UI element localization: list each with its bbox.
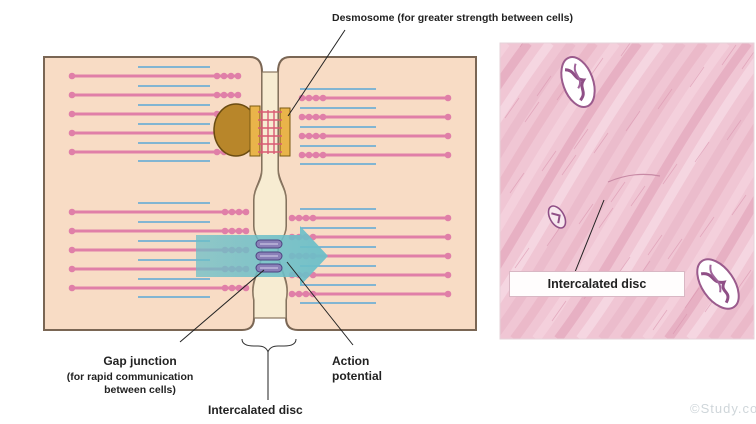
myosin-head <box>69 266 76 273</box>
action-potential-label-2: potential <box>332 369 382 383</box>
myosin-head <box>445 272 452 279</box>
myosin-head <box>299 114 306 121</box>
myosin-head <box>320 152 327 159</box>
myosin-head <box>69 73 76 80</box>
myosin-head <box>445 253 452 260</box>
myosin-head <box>310 215 317 222</box>
striation <box>500 23 514 43</box>
myosin-head <box>313 95 320 102</box>
myosin-head <box>306 133 313 140</box>
myosin-head <box>229 209 236 216</box>
gap-junction-desc-1: (for rapid communication <box>20 371 240 383</box>
intercalated-disc-label: Intercalated disc <box>208 403 303 417</box>
myosin-head <box>303 215 310 222</box>
myosin-head <box>69 130 76 137</box>
myosin-head <box>445 95 452 102</box>
myosin-head <box>235 73 242 80</box>
myosin-head <box>214 73 221 80</box>
myosin-head <box>306 95 313 102</box>
myosin-head <box>445 291 452 298</box>
myosin-head <box>69 285 76 292</box>
myosin-head <box>296 215 303 222</box>
myosin-head <box>228 92 235 99</box>
myosin-head <box>289 291 296 298</box>
myosin-head <box>320 95 327 102</box>
myosin-head <box>236 209 243 216</box>
myosin-head <box>69 149 76 156</box>
myosin-head <box>229 285 236 292</box>
myosin-head <box>445 133 452 140</box>
myosin-head <box>299 133 306 140</box>
myosin-head <box>320 133 327 140</box>
myosin-head <box>320 114 327 121</box>
myosin-head <box>69 92 76 99</box>
myosin-head <box>228 73 235 80</box>
myosin-head <box>445 152 452 159</box>
gap-junction-label: Gap junction <box>40 354 240 368</box>
myosin-head <box>299 152 306 159</box>
myosin-head <box>69 209 76 216</box>
myosin-head <box>236 285 243 292</box>
myosin-head <box>296 291 303 298</box>
myosin-head <box>221 92 228 99</box>
myosin-head <box>445 215 452 222</box>
myosin-head <box>222 285 229 292</box>
watermark: ©Study.co <box>690 401 756 416</box>
myosin-head <box>243 209 250 216</box>
action-potential-label-1: Action <box>332 354 369 368</box>
myosin-head <box>214 92 221 99</box>
myosin-head <box>229 228 236 235</box>
myosin-head <box>236 228 243 235</box>
myosin-head <box>221 73 228 80</box>
intercalated-disc-bracket <box>242 339 296 352</box>
myosin-head <box>313 152 320 159</box>
myosin-head <box>235 92 242 99</box>
myosin-head <box>222 209 229 216</box>
myosin-head <box>445 114 452 121</box>
gap-junction-desc-2: between cells) <box>40 384 240 396</box>
micrograph-label: Intercalated disc <box>509 271 685 297</box>
myosin-head <box>222 228 229 235</box>
myosin-head <box>445 234 452 241</box>
myosin-head <box>69 228 76 235</box>
myosin-head <box>69 111 76 118</box>
myosin-head <box>313 133 320 140</box>
myosin-head <box>214 149 221 156</box>
gap-junction <box>256 240 282 272</box>
myosin-head <box>69 247 76 254</box>
myosin-head <box>243 228 250 235</box>
myosin-head <box>306 152 313 159</box>
desmosome-label: Desmosome (for greater strength between … <box>332 12 573 24</box>
myosin-head <box>289 215 296 222</box>
myosin-head <box>306 114 313 121</box>
myosin-head <box>303 291 310 298</box>
myosin-head <box>313 114 320 121</box>
